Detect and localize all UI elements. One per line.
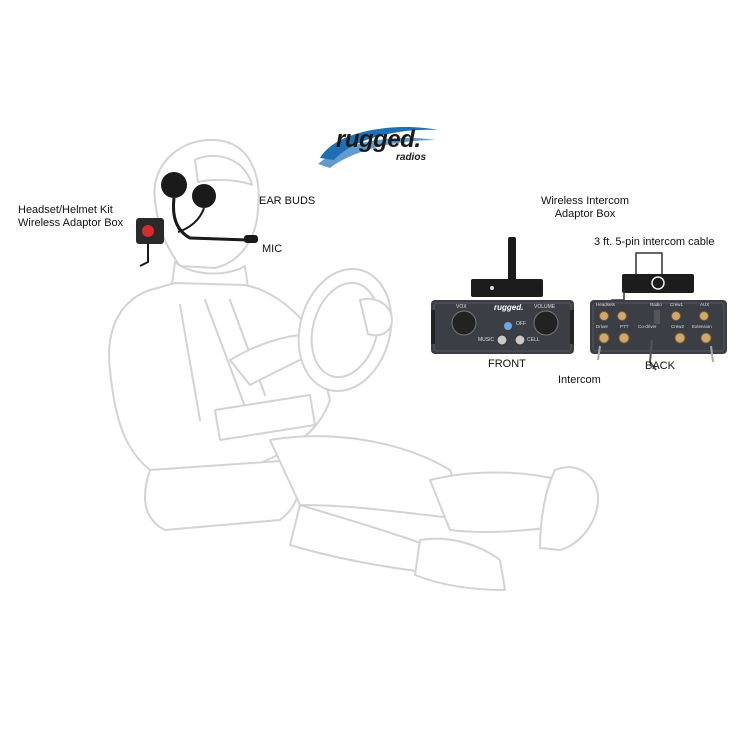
back-crew2-label: Crew2 <box>671 324 685 329</box>
front-caption: FRONT <box>488 358 526 370</box>
logo-swoosh-icon <box>318 127 438 168</box>
back-wireless-box <box>611 252 694 306</box>
back-crew1-label: Crew1 <box>670 302 684 307</box>
back-panel <box>590 300 727 371</box>
headset-kit-label-line2: Wireless Adaptor Box <box>18 217 124 229</box>
back-codriver-label: Co-driver <box>638 324 657 329</box>
front-vox-label: VOX <box>456 304 467 310</box>
mic-label: MIC <box>262 243 283 255</box>
ear-bud-right <box>192 184 216 208</box>
boot-outline <box>539 466 600 551</box>
front-wireless-box <box>471 237 543 297</box>
logo-word: rugged. <box>336 126 421 153</box>
intercom-caption: Intercom <box>558 374 601 386</box>
back-caption: BACK <box>645 360 675 372</box>
front-music-label: MUSIC <box>478 337 495 343</box>
back-driver-label: Driver <box>596 324 608 329</box>
back-radio-label: Radio <box>650 302 662 307</box>
front-off-label: OFF <box>516 321 526 327</box>
cable-label: 3 ft. 5-pin intercom cable <box>594 236 715 248</box>
cell-jack <box>514 334 526 346</box>
vox-knob <box>451 310 477 336</box>
music-jack <box>496 334 508 346</box>
front-cell-label: CELL <box>527 337 540 343</box>
back-aux-label: AUX <box>700 302 710 307</box>
mic-boom-tip <box>244 235 258 243</box>
front-volume-label: VOLUME <box>534 304 556 310</box>
wireless-box-label-line2: Adaptor Box <box>554 208 616 220</box>
front-brand: rugged. <box>494 303 524 312</box>
ear-bud-left <box>161 172 187 198</box>
back-ptt-label: PTT <box>620 324 629 329</box>
visor-outline <box>194 154 253 186</box>
volume-knob <box>533 310 559 336</box>
power-led <box>504 322 512 330</box>
headset-kit <box>136 172 258 267</box>
wireless-box-label-line1: Wireless Intercom <box>540 195 630 207</box>
front-panel <box>431 300 574 354</box>
back-headsets-label: Headsets <box>596 302 616 307</box>
back-extension-label: Extension <box>692 324 712 329</box>
rugged-radios-logo: rugged. radios <box>316 120 442 170</box>
logo-sub: radios <box>396 152 427 163</box>
headset-kit-label-line1: Headset/Helmet Kit <box>18 204 113 216</box>
ear-buds-label: EAR BUDS <box>259 195 316 207</box>
